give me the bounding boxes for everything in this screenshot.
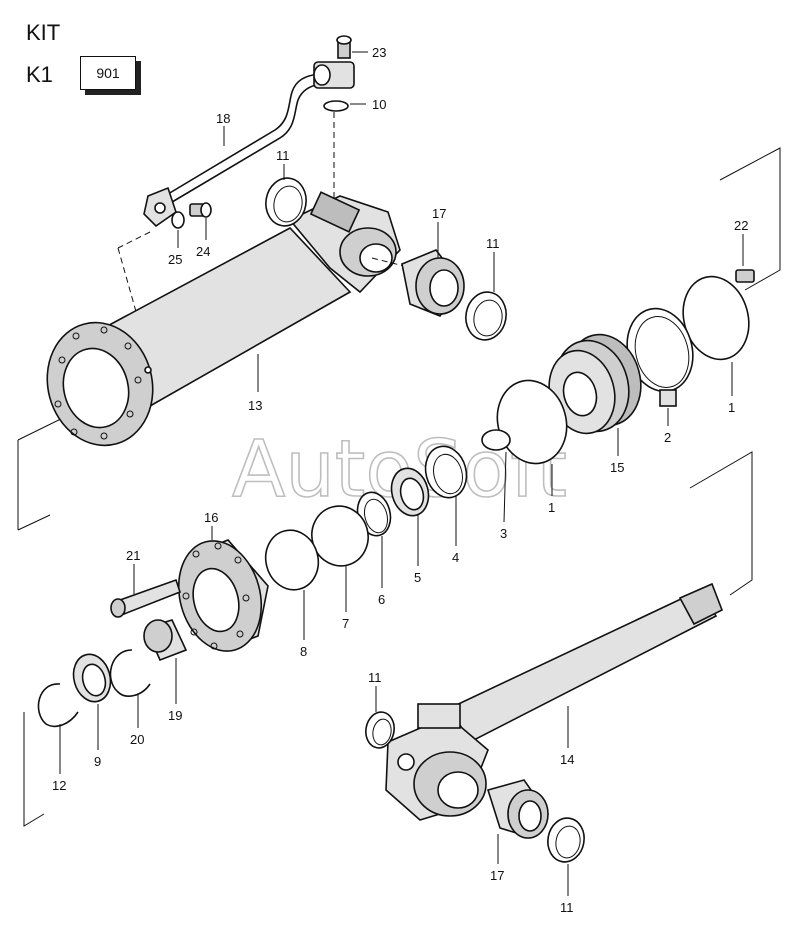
part-13-cylinder-tube	[46, 191, 413, 447]
callout-3: 3	[500, 526, 507, 541]
part-20-circlip	[109, 649, 151, 697]
callout-2: 2	[664, 430, 671, 445]
part-19-bushing	[143, 619, 188, 662]
part-11-ring-bottom-right	[547, 817, 585, 863]
part-18-pipe	[117, 35, 355, 369]
callout-16: 16	[204, 510, 218, 525]
kit-label: KIT	[26, 20, 61, 45]
callout-labels: 23 10 18 11 17 11 22 25 24 13 1 2 15 1 3…	[52, 45, 748, 915]
leader-lines	[59, 51, 733, 896]
callout-24: 24	[196, 244, 210, 259]
part-14-piston-rod	[385, 582, 724, 821]
k1-label: K1	[26, 62, 53, 87]
part-11-ring-bottom-left	[365, 711, 395, 749]
callout-23: 23	[372, 45, 386, 60]
callout-20: 20	[130, 732, 144, 747]
part-8-o-ring	[264, 529, 320, 591]
callout-4: 4	[452, 550, 459, 565]
callout-1: 1	[728, 400, 735, 415]
callout-14: 14	[560, 752, 574, 767]
callout-10: 10	[372, 97, 386, 112]
callout-8: 8	[300, 644, 307, 659]
callout-17: 17	[490, 868, 504, 883]
callout-5: 5	[414, 570, 421, 585]
callout-11: 11	[276, 148, 290, 163]
part-12-circlip	[37, 683, 79, 728]
part-5-seal	[390, 467, 430, 517]
callout-13: 13	[248, 398, 262, 413]
callout-15: 15	[610, 460, 624, 475]
part-21-bolt	[110, 578, 181, 618]
callout-22: 22	[734, 218, 748, 233]
callout-11: 11	[368, 670, 382, 685]
callout-9: 9	[94, 754, 101, 769]
callout-6: 6	[378, 592, 385, 607]
callout-12: 12	[52, 778, 66, 793]
callout-21: 21	[126, 548, 140, 563]
part-15-piston	[548, 333, 642, 435]
part-16-gland-head	[177, 539, 269, 652]
callout-1: 1	[548, 500, 555, 515]
part-9-seal	[72, 653, 112, 703]
callout-17: 17	[432, 206, 446, 221]
part-4-seal	[424, 445, 468, 499]
part-22-plug	[735, 234, 755, 283]
part-11-ring-top-left	[265, 177, 307, 227]
callout-11: 11	[486, 236, 500, 251]
callout-18: 18	[216, 111, 230, 126]
part-17-bushing-bottom	[486, 779, 550, 839]
part-3-disc	[481, 429, 511, 451]
callout-11: 11	[560, 900, 574, 915]
part-11-ring-top-right	[465, 291, 507, 341]
callout-25: 25	[168, 252, 182, 267]
callout-7: 7	[342, 616, 349, 631]
callout-19: 19	[168, 708, 182, 723]
kit-number-badge: 901	[80, 56, 136, 90]
part-17-bushing-top	[401, 249, 465, 317]
